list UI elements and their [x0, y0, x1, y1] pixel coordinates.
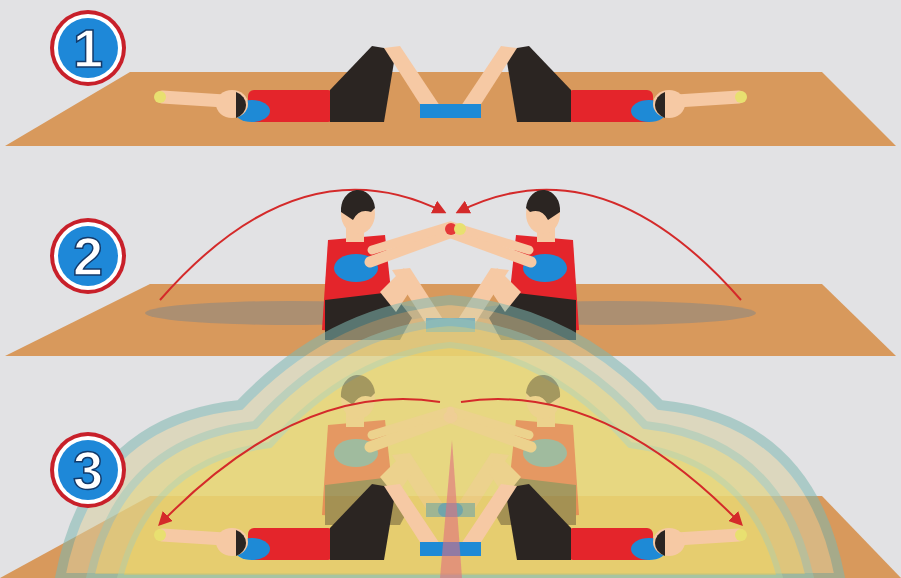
callout-number: 3 [49, 431, 127, 509]
badge-ring [50, 10, 126, 86]
callout-circle: 2 [49, 217, 127, 295]
badge-ring [50, 432, 126, 508]
callout-number: 2 [49, 217, 127, 295]
callout-circle: 1 [49, 9, 127, 87]
callout-circle: 3 [49, 431, 127, 509]
callout-number: 1 [49, 9, 127, 87]
badge-ring [50, 218, 126, 294]
